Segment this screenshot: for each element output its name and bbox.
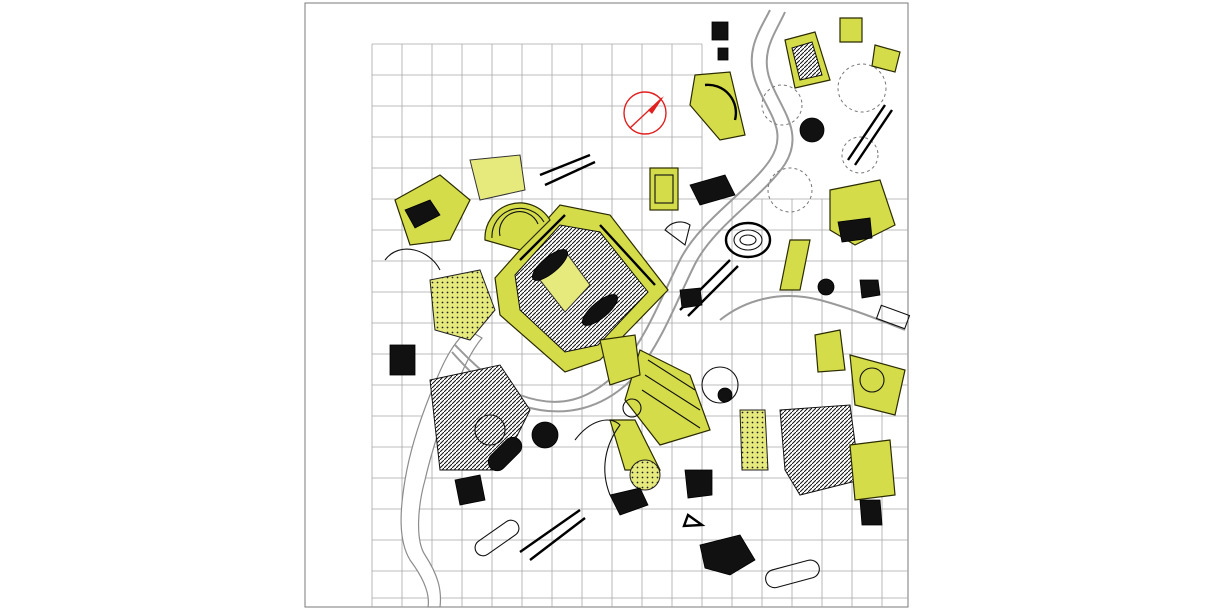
- northeast-park: [761, 17, 901, 213]
- northern-temple: [689, 21, 746, 141]
- riverside-square: [649, 167, 736, 246]
- southwest-quarter: [429, 364, 559, 506]
- west-district: [384, 153, 596, 376]
- southeast-quarter: [739, 329, 906, 526]
- eastern-district: [779, 179, 911, 330]
- amphitheatre: [724, 221, 772, 259]
- north-arrow-compass-icon: [623, 91, 667, 135]
- oval-buildings-south: [474, 509, 820, 589]
- palace-riverside-garden: [599, 259, 739, 418]
- central-south-sector: [574, 349, 739, 528]
- semicircular-colonnade: [484, 202, 551, 251]
- central-palace-complex: [494, 204, 669, 373]
